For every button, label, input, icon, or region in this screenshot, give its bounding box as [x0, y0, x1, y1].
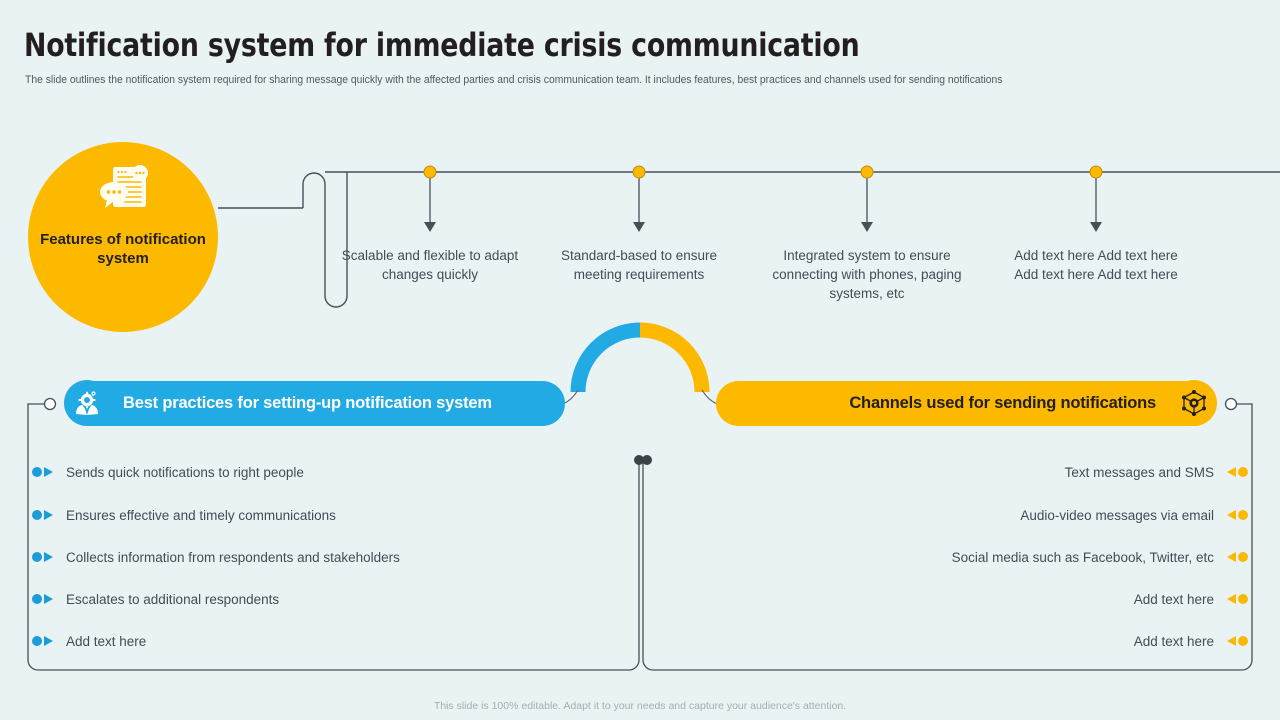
- bullet-marker-blue-icon: [32, 550, 58, 564]
- list-item[interactable]: Add text here: [1134, 590, 1248, 608]
- page-subtitle: The slide outlines the notification syst…: [25, 74, 1003, 86]
- best-practice-text-4: Escalates to additional respondents: [66, 591, 280, 607]
- channel-text-5: Add text here: [1133, 633, 1214, 649]
- best-practice-text-5: Add text here: [66, 633, 147, 649]
- channels-banner-label: Channels used for sending notifications: [849, 394, 1156, 412]
- channel-text-4: Add text here: [1133, 591, 1214, 607]
- network-gear-icon: [1171, 380, 1217, 426]
- list-item[interactable]: Escalates to additional respondents: [32, 590, 279, 608]
- list-item[interactable]: Ensures effective and timely communicati…: [32, 506, 336, 524]
- page-title: Notification system for immediate crisis…: [24, 26, 860, 64]
- bullet-marker-yellow-icon: [1222, 592, 1248, 606]
- bullet-marker-yellow-icon: [1222, 465, 1248, 479]
- hands-gear-icon: [64, 380, 110, 426]
- bullet-marker-blue-icon: [32, 592, 58, 606]
- bullet-marker-blue-icon: [32, 465, 58, 479]
- timeline-item-3: Integrated system to ensure connecting w…: [772, 248, 962, 301]
- bullet-marker-yellow-icon: [1222, 634, 1248, 648]
- channel-text-2: Audio-video messages via email: [1020, 507, 1214, 523]
- bullet-marker-blue-icon: [32, 508, 58, 522]
- timeline-item-4: Add text here Add text here Add text her…: [1014, 248, 1178, 282]
- features-hub[interactable]: Features of notification system: [28, 142, 218, 332]
- list-item[interactable]: Text messages and SMS: [1065, 463, 1248, 481]
- timeline-item-1: Scalable and flexible to adapt changes q…: [341, 248, 519, 282]
- list-item[interactable]: Social media such as Facebook, Twitter, …: [952, 548, 1248, 566]
- best-practice-text-1: Sends quick notifications to right peopl…: [66, 464, 304, 480]
- list-item[interactable]: Audio-video messages via email: [1020, 506, 1248, 524]
- bullet-marker-yellow-icon: [1222, 508, 1248, 522]
- list-item[interactable]: Add text here: [1134, 632, 1248, 650]
- channel-text-3: Social media such as Facebook, Twitter, …: [951, 549, 1214, 565]
- bullet-marker-blue-icon: [32, 634, 58, 648]
- list-item[interactable]: Add text here: [32, 632, 146, 650]
- list-item[interactable]: Sends quick notifications to right peopl…: [32, 463, 304, 481]
- best-practices-banner[interactable]: Best practices for setting-up notificati…: [64, 380, 565, 426]
- document-chat-icon: [95, 164, 151, 216]
- best-practice-text-2: Ensures effective and timely communicati…: [66, 507, 336, 523]
- best-practices-banner-label: Best practices for setting-up notificati…: [123, 394, 492, 412]
- list-item[interactable]: Collects information from respondents an…: [32, 548, 400, 566]
- channels-banner[interactable]: Channels used for sending notifications: [716, 380, 1217, 426]
- timeline-item-2: Standard-based to ensure meeting require…: [560, 248, 718, 282]
- bullet-marker-yellow-icon: [1222, 550, 1248, 564]
- slide-footer-note: This slide is 100% editable. Adapt it to…: [433, 700, 847, 712]
- features-hub-label: Features of notification system: [40, 231, 206, 267]
- channel-text-1: Text messages and SMS: [1064, 464, 1214, 480]
- best-practice-text-3: Collects information from respondents an…: [66, 549, 400, 565]
